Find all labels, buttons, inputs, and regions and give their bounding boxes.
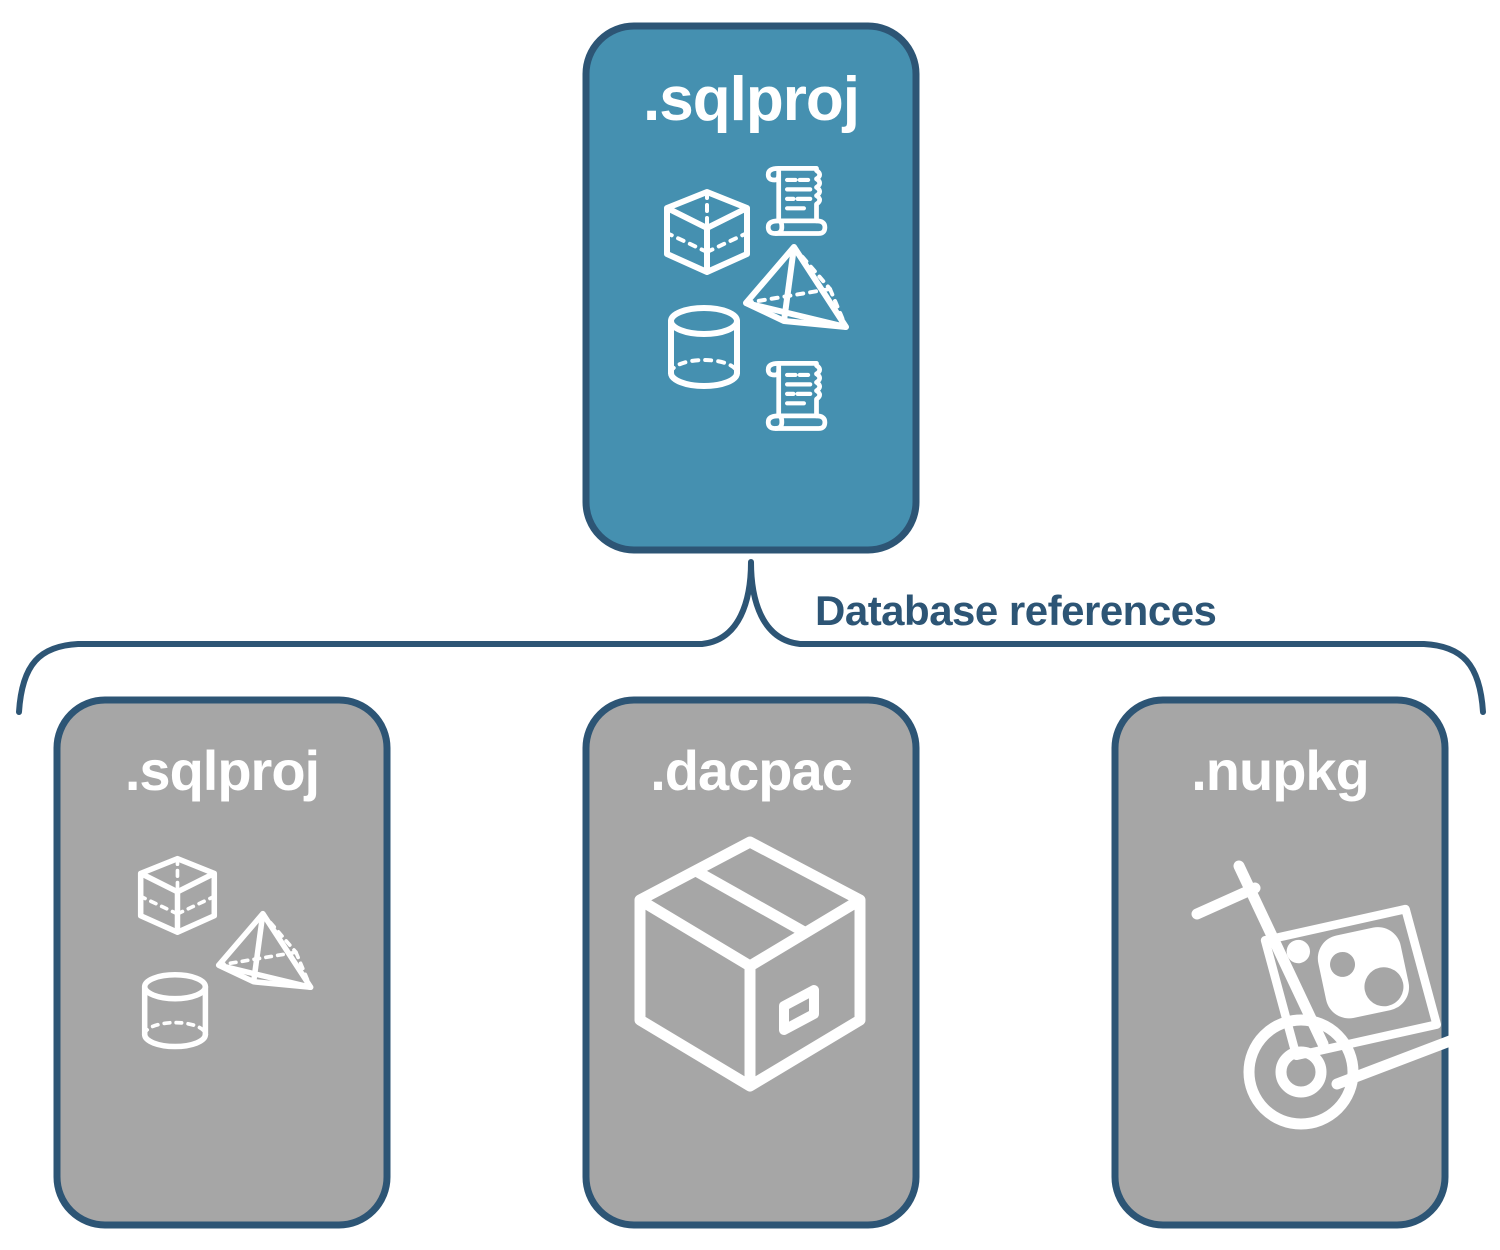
curly-brace-path: [16, 559, 1486, 715]
connector-label: Database references: [815, 587, 1216, 634]
reference-node-dacpac[interactable]: .dacpac: [582, 696, 920, 1229]
reference-node-label: .nupkg: [1191, 739, 1369, 802]
root-node-card[interactable]: [582, 22, 920, 554]
reference-node-nupkg[interactable]: .nupkg: [1111, 696, 1463, 1229]
root-node-sqlproj[interactable]: .sqlproj: [582, 22, 920, 554]
reference-node-sqlproj[interactable]: .sqlproj: [53, 696, 391, 1229]
reference-node-label: .sqlproj: [125, 739, 319, 802]
root-node-label: .sqlproj: [643, 65, 859, 134]
database-references-connector: Database references: [16, 559, 1486, 715]
reference-node-label: .dacpac: [650, 739, 852, 802]
